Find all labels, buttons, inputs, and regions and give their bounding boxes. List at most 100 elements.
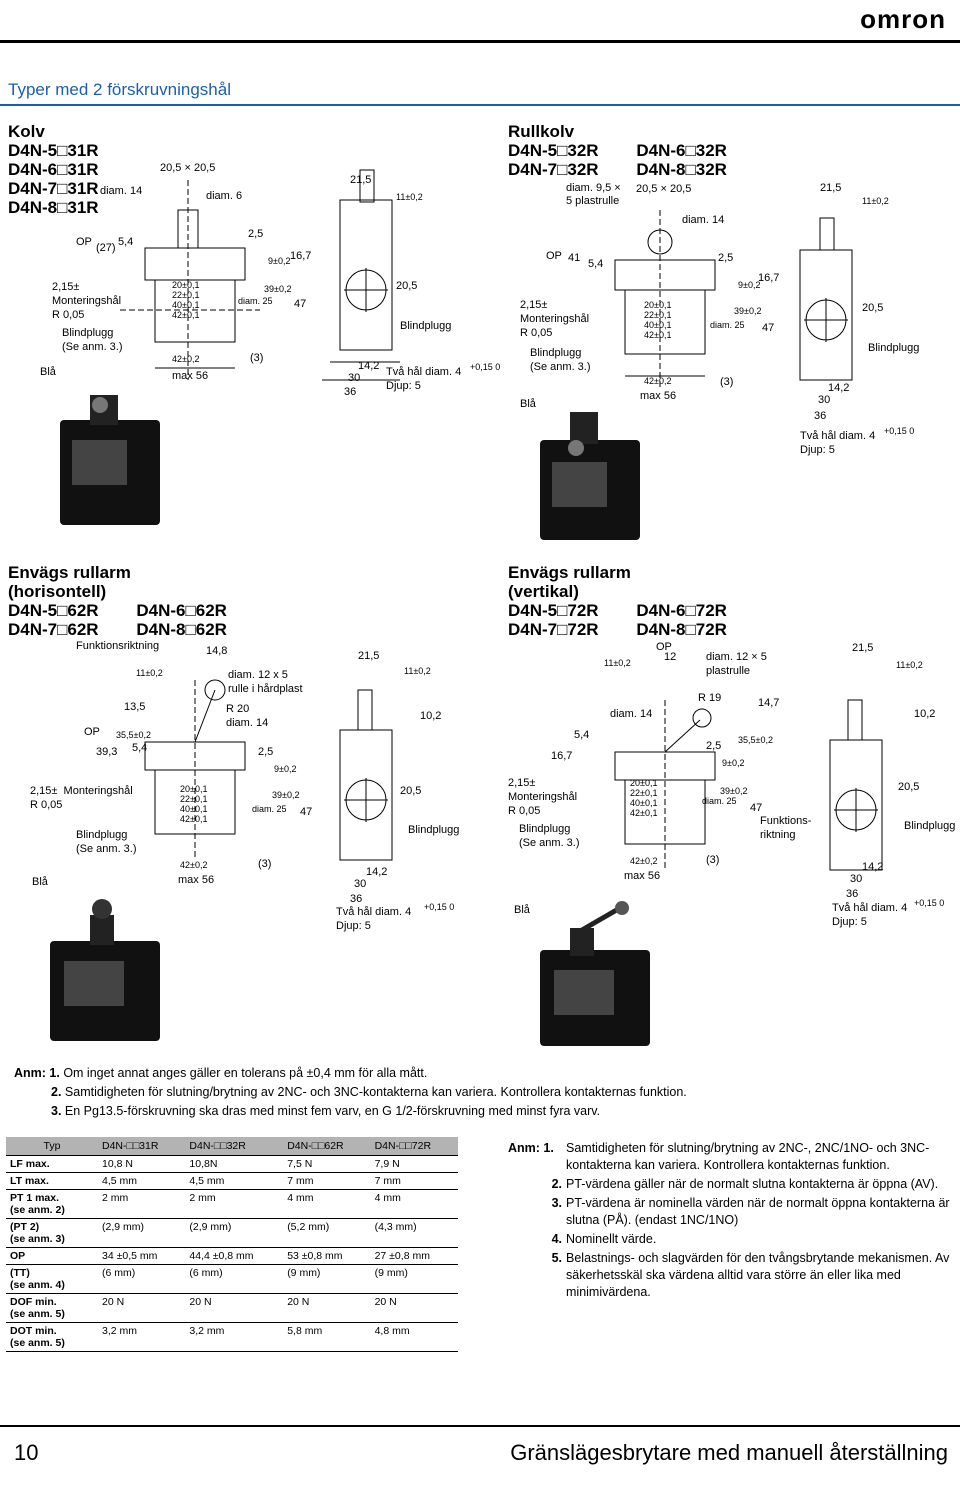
vert-t40: 40±0,1	[630, 798, 658, 808]
rullkolv-d25: diam. 25	[710, 320, 745, 330]
rullkolv-d14: diam. 14	[682, 214, 725, 226]
kolv-r36: 36	[344, 386, 357, 398]
vert-plug: Blindplugg (Se anm. 3.)	[519, 823, 580, 849]
vert-r11: 11±0,2	[896, 660, 923, 670]
vert-d12: diam. 12 × 5 plastrulle	[706, 651, 767, 677]
vert-r142: 14,2	[862, 861, 884, 873]
horis-s148: 14,8	[206, 645, 228, 657]
rullkolv-s47: 47	[762, 322, 775, 334]
spec-header-row: Typ D4N-□□31R D4N-□□32R D4N-□□62R D4N-□□…	[6, 1137, 458, 1156]
kolv-dimension-drawing	[120, 169, 400, 381]
rullkolv-s9: 9±0,2	[738, 280, 761, 290]
kolv-n3: (3)	[250, 352, 264, 364]
horis-r205: 20,5	[400, 785, 422, 797]
horis-func: Funktionsriktning	[76, 640, 160, 652]
kolv-r30: 30	[348, 372, 361, 384]
note-top-2: 2. Samtidigheten för slutning/brytning a…	[51, 1085, 687, 1099]
vert-n3: (3)	[706, 854, 720, 866]
horis-holes: Två hål diam. 4	[336, 906, 412, 918]
vertikal-dimension-drawing	[614, 699, 883, 871]
horisontell-product-photo	[50, 899, 160, 1041]
horis-op: OP	[84, 726, 100, 738]
horis-s11: 11±0,2	[136, 668, 163, 678]
kolv-s9: 9±0,2	[268, 256, 291, 266]
horis-plug: Blindplugg (Se anm. 3.)	[76, 829, 137, 855]
spec-header-31r: D4N-□□31R	[98, 1137, 186, 1156]
horis-t22: 22±0,1	[180, 794, 208, 804]
horis-s25: 2,5	[258, 746, 274, 758]
horisontell-dimension-drawing	[144, 679, 393, 861]
rullkolv-max56: max 56	[640, 390, 677, 402]
vert-r30: 30	[850, 873, 863, 885]
rullkolv-t22: 22±0,1	[644, 310, 672, 320]
rullkolv-d95: diam. 9,5 × 5 plastrulle	[566, 182, 621, 207]
vert-d25: diam. 25	[702, 796, 737, 806]
rullkolv-s167: 16,7	[758, 272, 780, 284]
kolv-product-photo	[60, 395, 160, 525]
section-underline	[0, 104, 960, 106]
horis-holes-tol: +0,15 0	[424, 902, 455, 912]
rullkolv-dimension-drawing	[614, 210, 853, 390]
vert-t42: 42±0,1	[630, 808, 658, 818]
horis-r36: 36	[350, 893, 363, 905]
kolv-bla: Blå	[40, 366, 56, 378]
vert-max56: max 56	[624, 870, 661, 882]
horis-b42: 42±0,2	[180, 860, 208, 870]
kolv-r11: 11±0,2	[396, 192, 423, 202]
rullkolv-r142: 14,2	[828, 382, 850, 394]
horis-n3: (3)	[258, 858, 272, 870]
kolv-d25: diam. 25	[238, 296, 273, 306]
kolv-s47: 47	[294, 298, 307, 310]
vert-bla: Blå	[514, 904, 530, 916]
note-right-4: 4.Nominellt värde.	[551, 1232, 657, 1246]
block-title-vertikal: Envägs rullarm (vertikal) D4N-5□72R D4N-…	[508, 563, 727, 639]
vert-s167: 16,7	[551, 750, 573, 762]
kolv-w205: 20,5 × 20,5	[160, 162, 216, 174]
spec-header-72r: D4N-□□72R	[370, 1137, 458, 1156]
kolv-t42: 42±0,1	[172, 310, 200, 320]
vert-op-val: 12	[664, 651, 677, 663]
horis-s54: 5,4	[132, 742, 148, 754]
rullkolv-plug: Blindplugg (Se anm. 3.)	[530, 347, 591, 373]
kolv-max56: max 56	[172, 370, 209, 382]
kolv-s39: 39±0,2	[264, 284, 292, 294]
vert-holes-tol: +0,15 0	[914, 898, 945, 908]
spec-header-62r: D4N-□□62R	[283, 1137, 371, 1156]
rullkolv-s39: 39±0,2	[734, 306, 762, 316]
kolv-holes: Två hål diam. 4	[386, 366, 462, 378]
footer-title: Gränslägesbrytare med manuell återställn…	[510, 1440, 948, 1465]
spec-header-typ: Typ	[6, 1137, 98, 1156]
horis-s9: 9±0,2	[274, 764, 297, 774]
vert-r205: 20,5	[898, 781, 920, 793]
horis-s135: 13,5	[124, 701, 146, 713]
vert-holes: Två hål diam. 4	[832, 902, 908, 914]
kolv-plug: Blindplugg (Se anm. 3.)	[62, 327, 123, 353]
vert-rbl: Blindplugg	[904, 820, 956, 832]
horis-depth: Djup: 5	[336, 920, 371, 932]
vertikal-product-photo	[540, 901, 650, 1046]
header-rule	[0, 40, 960, 43]
note-top-1: Anm: 1. Om inget annat anges gäller en t…	[14, 1066, 428, 1080]
vert-s11: 11±0,2	[604, 658, 631, 668]
rullkolv-b42: 42±0,2	[644, 376, 672, 386]
horis-d25: diam. 25	[252, 804, 287, 814]
kolv-holes-tol: +0,15 0	[470, 362, 501, 372]
vert-s47: 47	[750, 802, 763, 814]
vert-r215: 21,5	[852, 642, 874, 654]
note-right-2: 2.PT-värdena gäller när de normalt slutn…	[551, 1177, 939, 1191]
rullkolv-depth: Djup: 5	[800, 444, 835, 456]
rullkolv-mount: 2,15± Monteringshål R 0,05	[520, 299, 590, 339]
rullkolv-r36: 36	[814, 410, 827, 422]
vert-r102: 10,2	[914, 708, 936, 720]
vert-t20: 20±0,1	[630, 778, 658, 788]
rullkolv-n3: (3)	[720, 376, 734, 388]
spec-table: Typ D4N-□□31R D4N-□□32R D4N-□□62R D4N-□□…	[6, 1137, 458, 1352]
horis-s39: 39±0,2	[272, 790, 300, 800]
vert-s9: 9±0,2	[722, 758, 745, 768]
rullkolv-rbl: Blindplugg	[868, 342, 920, 354]
horis-bla: Blå	[32, 876, 48, 888]
block-title-kolv: Kolv D4N-5□31R D4N-6□31R D4N-7□31R D4N-8…	[8, 122, 99, 217]
